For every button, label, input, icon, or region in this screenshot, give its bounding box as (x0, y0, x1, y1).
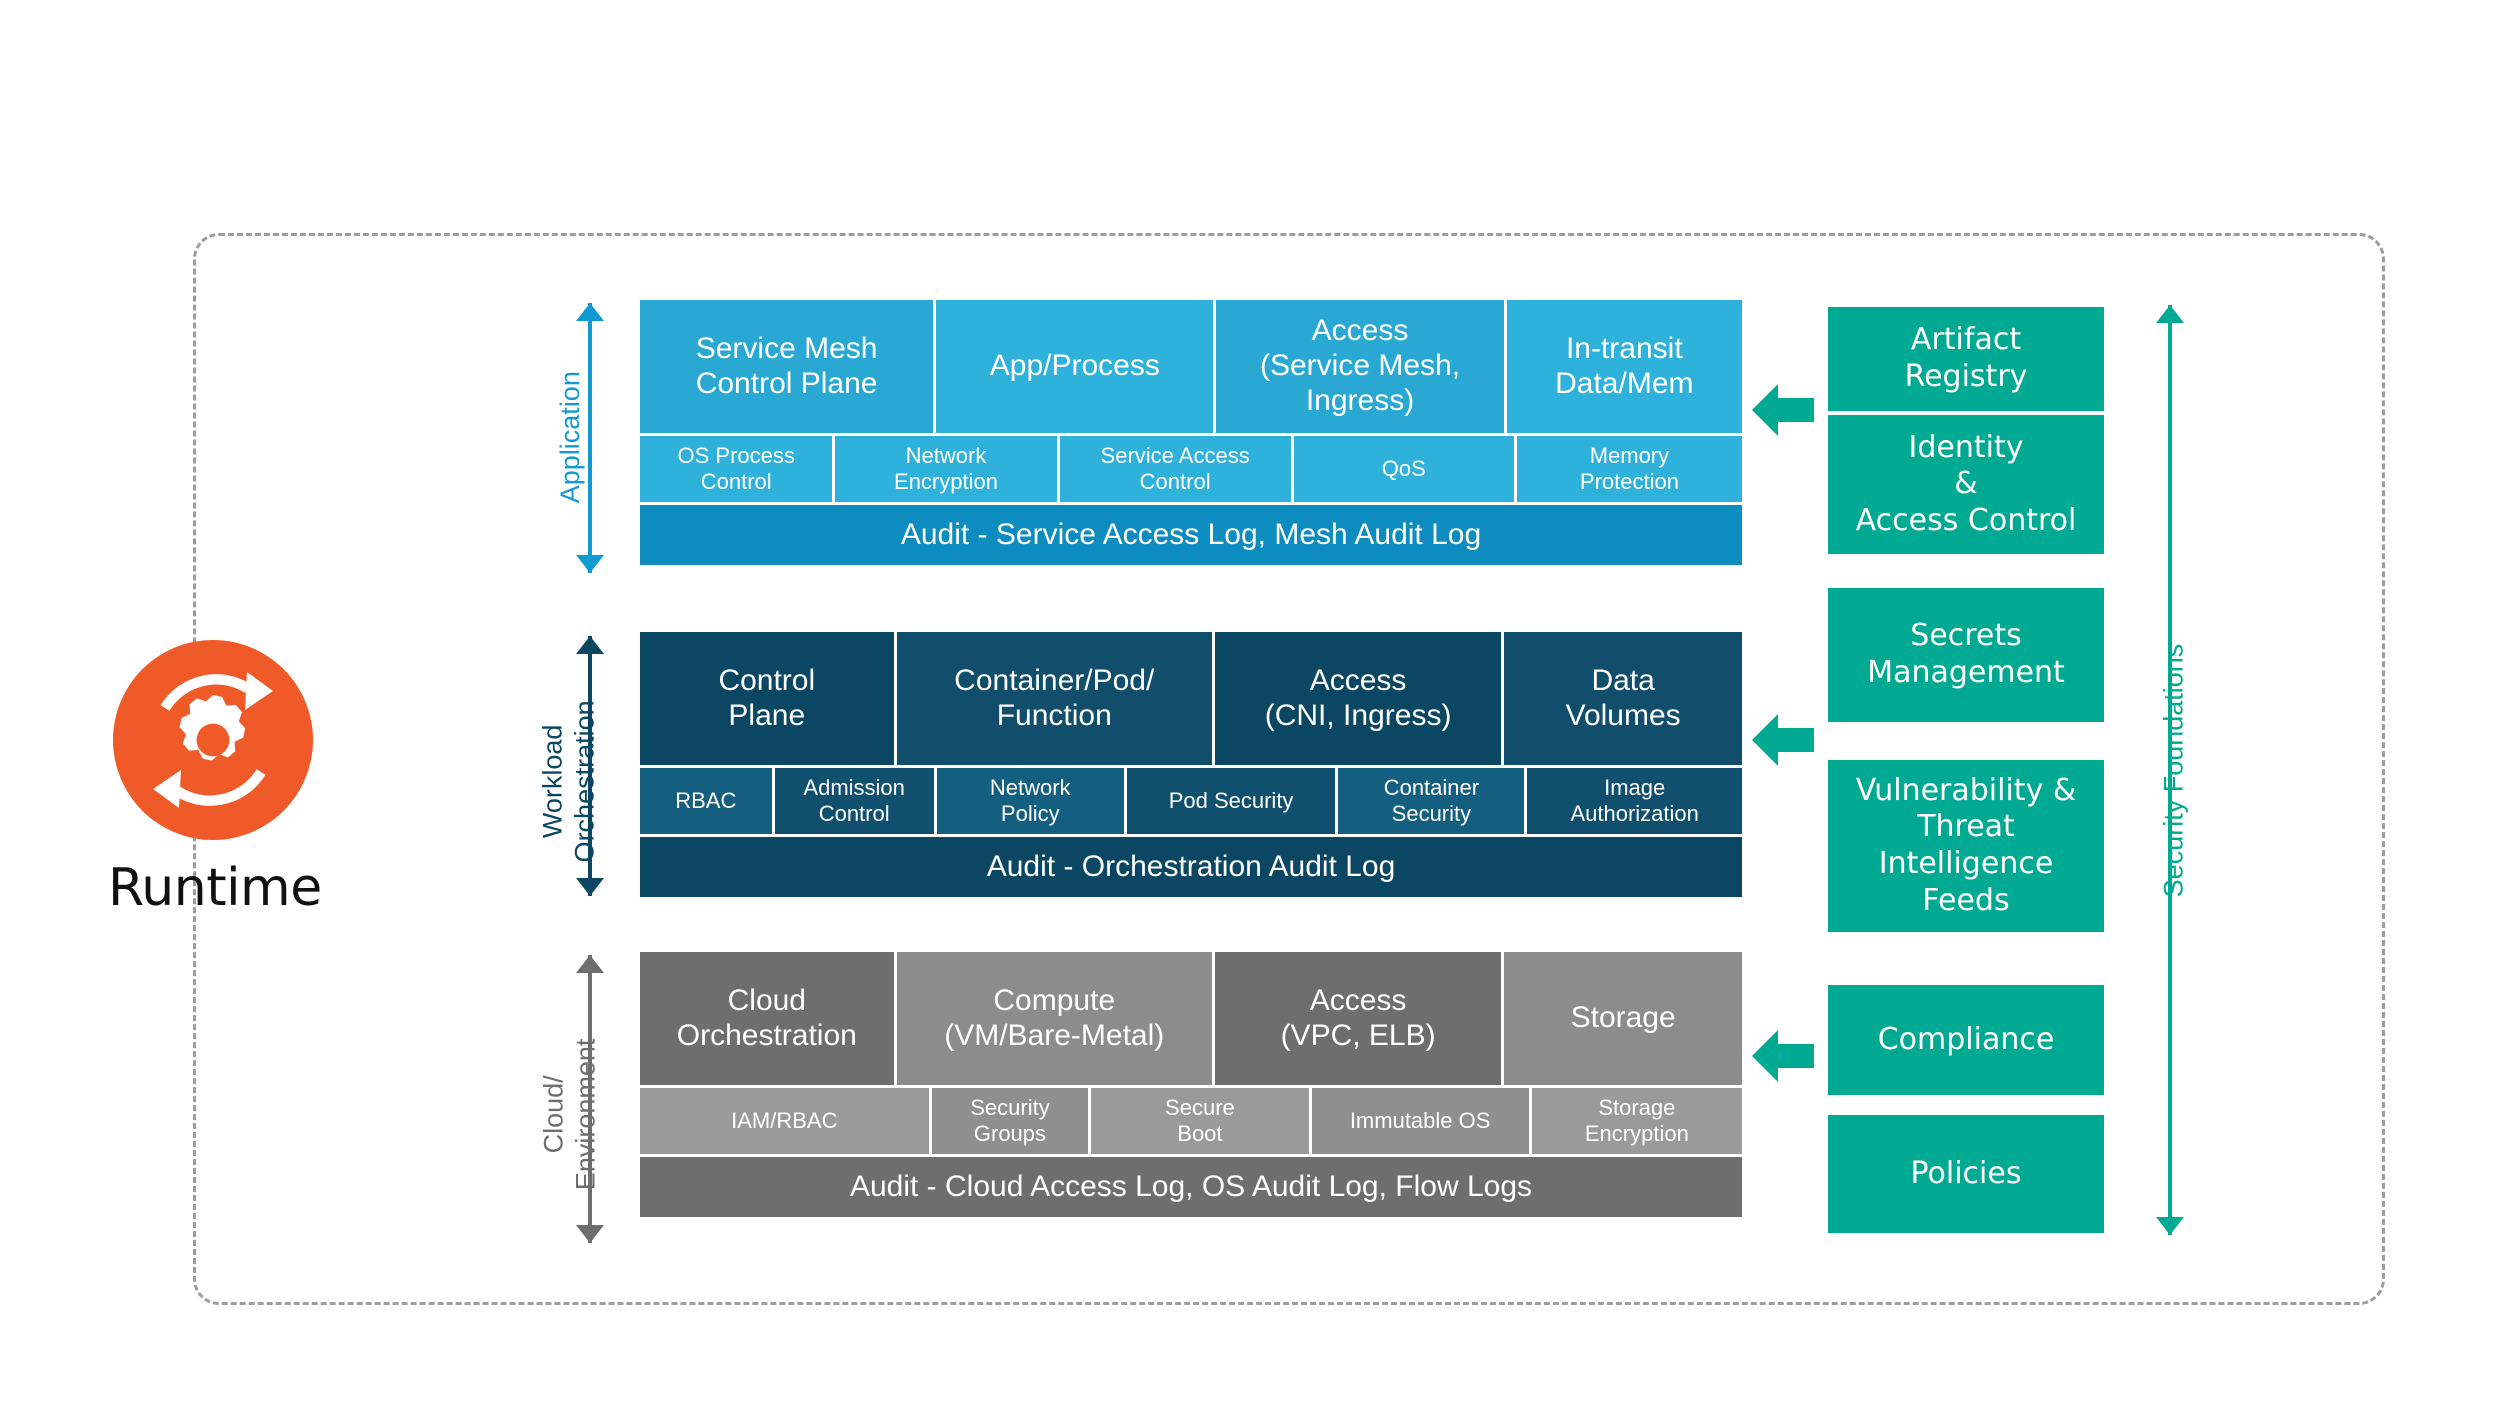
arrow-to-orchestration (1752, 712, 1814, 768)
layer-cell[interactable]: Storage (1504, 952, 1742, 1085)
axis-cloud: Cloud/Environment (539, 955, 620, 1243)
axis-arrow-down (576, 1225, 604, 1243)
runtime-label: Runtime (108, 858, 322, 918)
axis-label-cloud: Cloud/Environment (538, 1038, 601, 1191)
layer-cell[interactable]: Access(VPC, ELB) (1214, 952, 1502, 1085)
axis-security-foundations: Security Foundations (2140, 305, 2200, 1235)
layer-cell[interactable]: Compute(VM/Bare-Metal) (896, 952, 1212, 1085)
axis-arrow-up (576, 303, 604, 321)
foundation-card[interactable]: Identity&Access Control (1828, 415, 2104, 554)
layer-subcell[interactable]: IAM/RBAC (640, 1088, 929, 1154)
foundation-card[interactable]: Policies (1828, 1115, 2104, 1233)
foundation-card[interactable]: Compliance (1828, 985, 2104, 1095)
application-audit-band: Audit - Service Access Log, Mesh Audit L… (640, 505, 1742, 565)
runtime-gear-icon (113, 640, 313, 840)
axis-arrow-down (2156, 1217, 2184, 1235)
axis-line (588, 303, 592, 573)
layer-cell[interactable]: Container/Pod/Function (896, 632, 1212, 765)
axis-line (588, 955, 592, 1243)
axis-arrow-up (576, 955, 604, 973)
layer-subcell[interactable]: QoS (1293, 436, 1514, 502)
axis-arrow-up (576, 636, 604, 654)
axis-label-security-foundations: Security Foundations (2158, 643, 2189, 898)
layer-cell[interactable]: App/Process (936, 300, 1214, 433)
orchestration-audit-band: Audit - Orchestration Audit Log (640, 837, 1742, 897)
axis-line (588, 636, 592, 896)
axis-arrow-down (576, 878, 604, 896)
axis-line (2168, 305, 2172, 1235)
axis-arrow-up (2156, 305, 2184, 323)
layer-subcell[interactable]: RBAC (640, 768, 772, 834)
layer-cell[interactable]: Access(Service Mesh,Ingress) (1216, 300, 1504, 433)
cloud-audit-band: Audit - Cloud Access Log, OS Audit Log, … (640, 1157, 1742, 1217)
layer-cell[interactable]: Access(CNI, Ingress) (1214, 632, 1502, 765)
axis-application: Application (555, 303, 620, 573)
arrow-to-application (1752, 382, 1814, 438)
layer-subcell[interactable]: Immutable OS (1311, 1088, 1529, 1154)
layer-subcell[interactable]: Pod Security (1126, 768, 1336, 834)
runtime-badge: Runtime (108, 640, 322, 918)
axis-label-application: Application (554, 371, 585, 504)
arrow-to-cloud (1752, 1028, 1814, 1084)
axis-arrow-down (576, 555, 604, 573)
